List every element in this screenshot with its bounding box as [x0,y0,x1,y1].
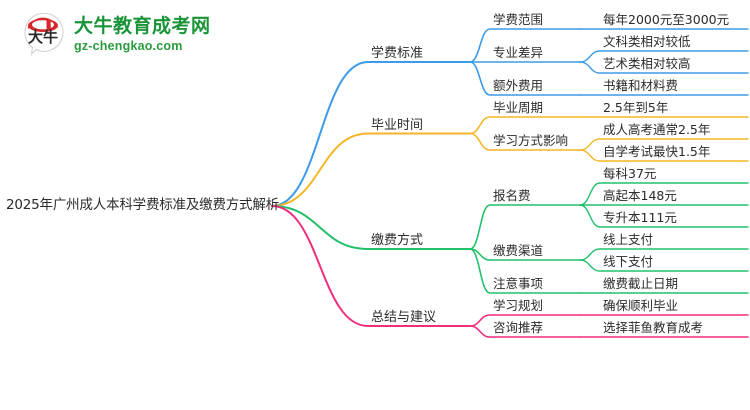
leaf-node-3-1-2[interactable]: 高起本148元 [603,188,677,203]
subnode-3-1[interactable]: 报名费 [493,188,531,203]
mindmap-edge [579,138,749,151]
mindmap-edge [469,132,581,151]
mindmap-edge [579,149,749,162]
mindmap-edge [469,61,581,96]
leaf-node-3-1-3[interactable]: 专升本111元 [603,210,677,225]
leaf-node-1-2-1[interactable]: 文科类相对较低 [603,34,691,49]
subnode-4-1[interactable]: 学习规划 [493,298,544,313]
mindmap-edge [469,248,581,294]
mindmap-edge [579,50,749,63]
leaf-node-3-3-1[interactable]: 缴费截止日期 [603,276,679,291]
logo-title: 大牛教育成考网 [74,15,211,38]
mindmap-edge [579,259,749,272]
subnode-2-1[interactable]: 毕业周期 [493,100,544,115]
mindmap-edge [469,116,581,135]
leaf-node-3-1-1[interactable]: 每科37元 [603,166,657,181]
svg-text:大牛: 大牛 [28,28,58,46]
mindmap-edge [579,61,749,74]
mindmap-edge [579,204,749,228]
subnode-2-2[interactable]: 学习方式影响 [493,133,569,148]
leaf-node-3-2-2[interactable]: 线下支付 [603,254,654,269]
mindmap-root-node[interactable]: 2025年广州成人本科学费标准及缴费方式解析 [6,197,279,213]
branch-node-1[interactable]: 学费标准 [371,46,424,61]
mindmap-edge [271,132,471,207]
subnode-1-1[interactable]: 学费范围 [493,12,544,27]
mindmap-edge [469,28,581,63]
mindmap-edge [579,248,749,261]
mindmap-edge [271,61,471,207]
branch-node-2[interactable]: 毕业时间 [371,117,424,133]
subnode-3-2[interactable]: 缴费渠道 [493,243,544,258]
leaf-node-1-1-1[interactable]: 每年2000元至3000元 [603,12,730,27]
leaf-node-2-1-1[interactable]: 2.5年到5年 [603,100,669,115]
leaf-node-4-2-1[interactable]: 选择菲鱼教育成考 [603,320,704,335]
leaf-node-1-2-2[interactable]: 艺术类相对较高 [603,56,691,71]
mindmap-edge [271,205,471,327]
mindmap-edge [271,205,471,250]
leaf-node-3-2-1[interactable]: 线上支付 [603,232,654,247]
logo-subtitle: gz-chengkao.com [74,39,183,54]
mindmap-edge [469,204,581,250]
subnode-4-2[interactable]: 咨询推荐 [493,320,544,335]
leaf-node-1-3-1[interactable]: 书籍和材料费 [603,78,679,93]
branch-node-4[interactable]: 总结与建议 [371,310,437,325]
leaf-node-4-1-1[interactable]: 确保顺利毕业 [603,298,679,313]
subnode-3-3[interactable]: 注意事项 [493,276,544,291]
leaf-node-2-2-2[interactable]: 自学考试最快1.5年 [603,144,711,159]
logo-mark-icon: 大牛 [22,12,66,57]
branch-node-3[interactable]: 缴费方式 [371,233,424,248]
mindmap-edge [579,182,749,206]
leaf-node-2-2-1[interactable]: 成人高考通常2.5年 [603,122,711,137]
mindmap-edge [469,325,581,338]
subnode-1-3[interactable]: 额外费用 [493,78,544,93]
site-logo: 大牛 大牛教育成考网 gz-chengkao.com [22,12,232,58]
subnode-1-2[interactable]: 专业差异 [493,45,544,60]
